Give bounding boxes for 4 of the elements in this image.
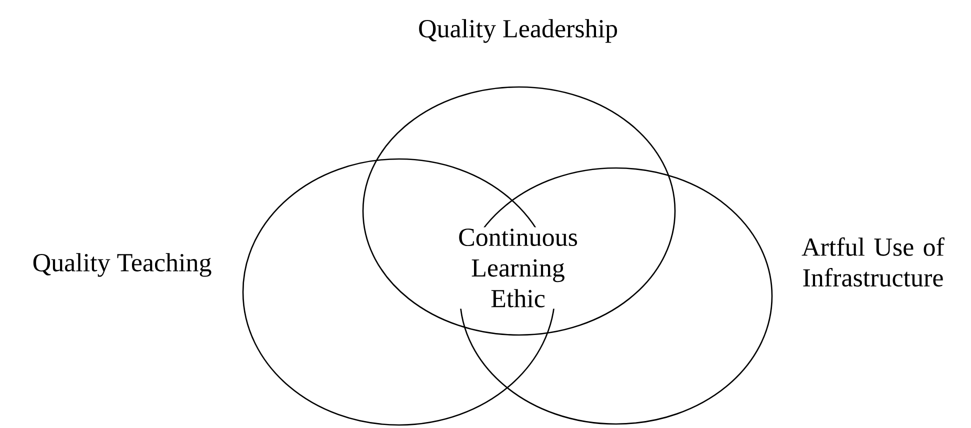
heading: Quality Leadership xyxy=(419,19,617,43)
heading: Quality Teaching xyxy=(33,253,212,277)
center-label: Continuous Learning Ethic xyxy=(442,227,594,309)
heading: Artful Use of Infrastructure xyxy=(802,237,944,287)
